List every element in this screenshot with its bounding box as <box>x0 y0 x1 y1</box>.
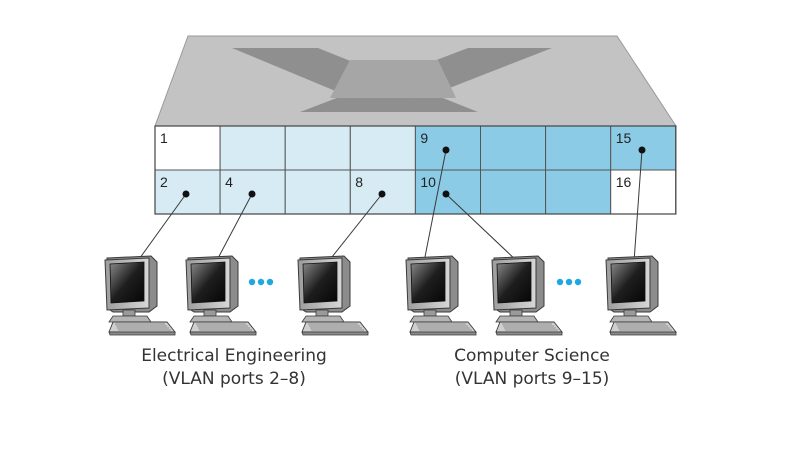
port-number-label: 16 <box>616 174 632 190</box>
port-connection-dot <box>638 146 646 154</box>
cable-port-13 <box>445 193 519 263</box>
hosts <box>104 255 677 336</box>
ellipsis-dot <box>556 278 564 286</box>
cs-group-label: Computer Science (VLAN ports 9–15) <box>422 345 642 391</box>
cable-port-5 <box>423 149 447 263</box>
cable-port-9 <box>136 193 187 263</box>
switch-x-logo <box>232 48 552 112</box>
computer-icon <box>405 255 477 336</box>
port-connection-dot <box>378 190 386 198</box>
computer-icon <box>605 255 677 336</box>
cable-port-10 <box>215 193 253 263</box>
port-number-label: 2 <box>160 174 168 190</box>
cable-port-8 <box>633 149 643 263</box>
ellipsis-dot <box>257 278 265 286</box>
computer-icon <box>185 255 257 336</box>
ee-group-name: Electrical Engineering <box>141 346 327 366</box>
switch-port-panel: 1 9 15 2 4 8 10 16 <box>154 125 677 215</box>
ellipsis-dot <box>266 278 274 286</box>
ellipsis-dot <box>565 278 573 286</box>
port-number-label: 8 <box>355 174 363 190</box>
cables <box>136 146 646 263</box>
cs-group-ports: (VLAN ports 9–15) <box>454 369 610 389</box>
port-number-label: 15 <box>616 130 632 146</box>
ellipsis-dot <box>574 278 582 286</box>
ellipsis-dot <box>248 278 256 286</box>
port-number-label: 1 <box>160 130 168 146</box>
computer-icon <box>491 255 563 336</box>
port-connection-dot <box>442 190 450 198</box>
port-number-label: 10 <box>420 174 436 190</box>
port-16 <box>610 169 677 215</box>
ee-group-label: Electrical Engineering (VLAN ports 2–8) <box>114 345 354 391</box>
port-number-label: 9 <box>420 130 428 146</box>
computer-icon <box>297 255 369 336</box>
cable-port-12 <box>327 193 383 263</box>
port-15 <box>545 169 612 215</box>
port-3 <box>284 125 351 171</box>
port-11 <box>284 169 351 215</box>
ellipsis-indicators <box>248 278 582 286</box>
port-connection-dot <box>248 190 256 198</box>
port-7 <box>545 125 612 171</box>
port-connection-dot <box>442 146 450 154</box>
port-2 <box>219 125 286 171</box>
port-panel-border <box>154 125 677 215</box>
port-connection-dot <box>182 190 190 198</box>
port-14 <box>480 169 547 215</box>
cs-group-name: Computer Science <box>454 346 610 366</box>
port-6 <box>480 125 547 171</box>
computer-icon <box>104 255 176 336</box>
port-4 <box>349 125 416 171</box>
port-number-label: 4 <box>225 174 233 190</box>
ee-group-ports: (VLAN ports 2–8) <box>162 369 306 389</box>
